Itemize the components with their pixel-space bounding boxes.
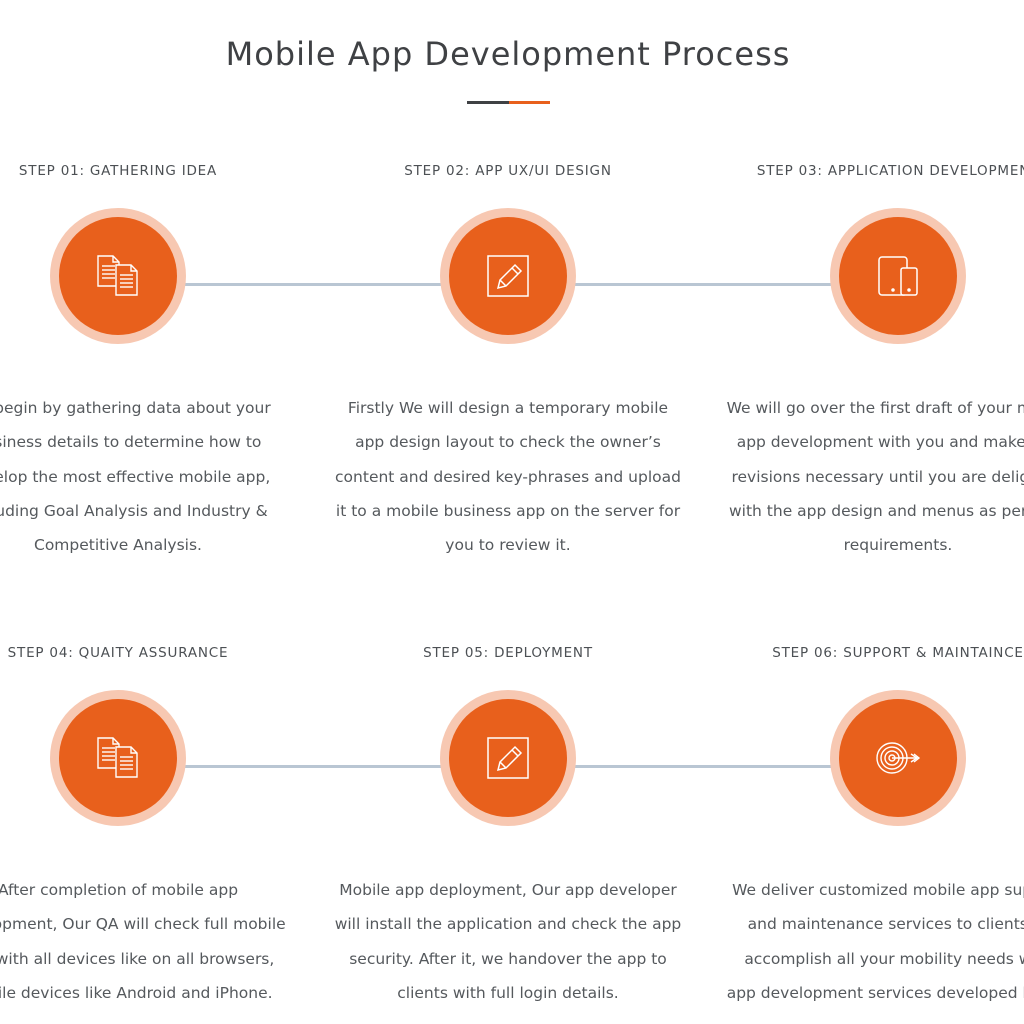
step-description: We begin by gathering data about your bu…: [0, 399, 271, 555]
page-title: Mobile App Development Process: [225, 35, 791, 74]
title-divider: [467, 101, 550, 104]
edit-pencil-icon: [487, 737, 529, 779]
connector-line: [575, 283, 831, 286]
step-title: STEP 05: DEPLOYMENT: [423, 645, 593, 661]
documents-icon: [97, 255, 138, 296]
divider-accent-segment: [509, 101, 550, 104]
step-icon-circle: [50, 208, 186, 344]
step-icon-circle: [830, 208, 966, 344]
edit-pencil-icon: [487, 255, 529, 297]
connector-line: [185, 765, 441, 768]
step-title: STEP 03: APPLICATION DEVELOPMENT: [756, 163, 1024, 179]
step-description: Mobile app deployment, Our app developer…: [334, 881, 682, 1002]
step-icon-circle: [50, 690, 186, 826]
step-description: After completion of mobile app developme…: [0, 881, 286, 1002]
step-icon-circle: [830, 690, 966, 826]
step-description: We deliver customized mobile app support…: [726, 881, 1024, 1002]
step-title: STEP 02: APP UX/UI DESIGN: [404, 163, 612, 179]
tablet-phone-icon: [878, 256, 918, 296]
step-icon-circle: [440, 208, 576, 344]
connector-line: [185, 283, 441, 286]
target-icon: [876, 742, 921, 774]
connector-line: [575, 765, 831, 768]
step-description: Firstly We will design a temporary mobil…: [335, 399, 681, 555]
step-icon-circle: [440, 690, 576, 826]
step-description: We will go over the first draft of your …: [726, 399, 1024, 555]
step-title: STEP 06: SUPPORT & MAINTAINCE: [772, 645, 1024, 661]
documents-icon: [97, 737, 138, 778]
step-title: STEP 01: GATHERING IDEA: [18, 163, 218, 179]
step-title: STEP 04: QUAITY ASSURANCE: [7, 645, 229, 661]
divider-dark-segment: [467, 101, 509, 104]
